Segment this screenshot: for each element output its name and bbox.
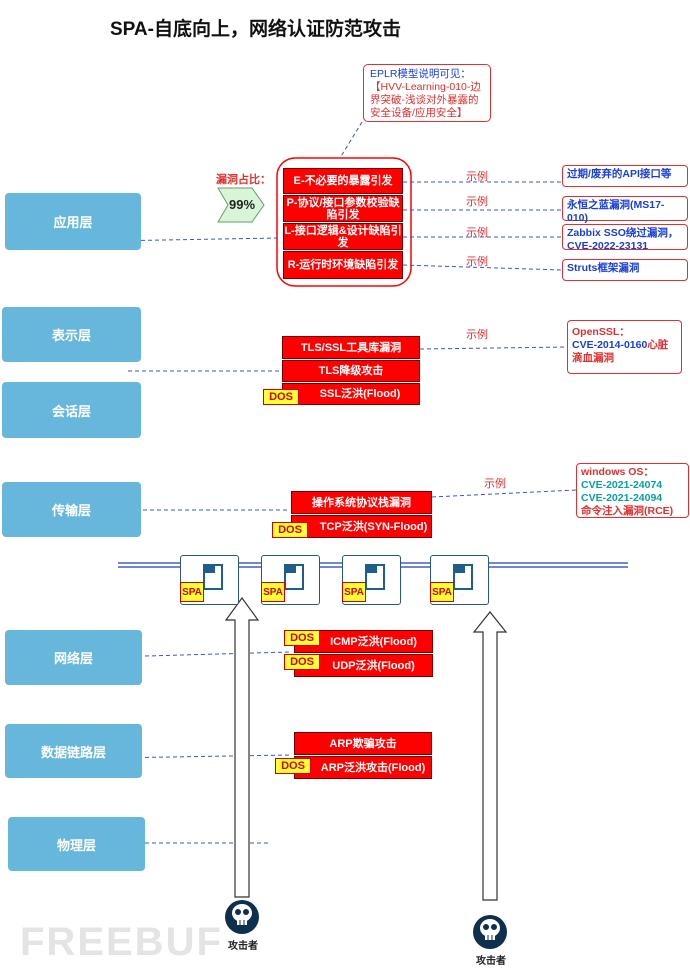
dos-tag-tcp: DOS	[272, 522, 308, 538]
network-vuln-1: ICMP泛洪(Flood)	[294, 630, 433, 653]
dos-tag-udp: DOS	[284, 654, 320, 670]
windows-example-line1: windows OS：	[581, 466, 654, 478]
spa-tag: SPA	[180, 582, 204, 602]
gateway-icon-flag	[455, 565, 465, 573]
transport-example-line	[431, 489, 577, 498]
eplr-connector	[339, 121, 363, 159]
attacker-label-right: 攻击者	[476, 956, 506, 967]
windows-example: windows OS： CVE-2021-24074 CVE-2021-2409…	[576, 463, 689, 518]
gateway-icon-flag	[286, 565, 296, 573]
attacker-label-left: 攻击者	[228, 941, 258, 952]
spa-tag: SPA	[261, 582, 285, 602]
spa-gateway-3: SPA	[342, 555, 401, 605]
datalink-vuln-2: ARP泛洪攻击(Flood)	[294, 756, 432, 779]
layer-transport: 传输层	[2, 482, 141, 537]
eplr-note: EPLR模型说明可见： 【HVV-Learning-010-边界突破-浅谈对外暴…	[363, 64, 491, 122]
app-vuln-r: R-运行时环境缺陷引发	[283, 251, 403, 279]
example-label-3: 示例	[466, 227, 488, 239]
session-vuln-1: SSL泛洪(Flood)	[282, 383, 420, 405]
dos-tag-arp: DOS	[275, 758, 311, 774]
openssl-example-suffix: 心脏滴血漏洞	[572, 339, 669, 364]
layer-application: 应用层	[5, 193, 141, 250]
page-title: SPA-自底向上，网络认证防范攻击	[110, 19, 401, 40]
app-vuln-e: E-不必要的暴露引发	[283, 168, 403, 194]
skull-icon-left	[225, 900, 259, 934]
vuln-rate-value: 99%	[228, 197, 256, 212]
layer-presentation: 表示层	[2, 307, 141, 362]
windows-example-cve2: CVE-2021-24094	[581, 492, 663, 504]
windows-example-cve1: CVE-2021-24074	[581, 479, 663, 491]
attack-arrow-right	[472, 611, 508, 901]
network-vuln-2: UDP泛洪(Flood)	[294, 654, 433, 677]
example-label-5: 示例	[466, 329, 488, 341]
openssl-example: OpenSSL： CVE-2014-0160心脏滴血漏洞	[567, 320, 682, 374]
transport-vuln-1: 操作系统协议栈漏洞	[291, 491, 432, 514]
app-example-1: 过期/废弃的API接口等	[562, 165, 688, 187]
example-label-2: 示例	[466, 196, 488, 208]
app-vuln-p: P-协议/接口参数校验缺陷引发	[283, 195, 403, 222]
example-label-1: 示例	[466, 171, 488, 183]
dos-tag-ssl: DOS	[263, 389, 299, 405]
presentation-vuln-2: TLS降级攻击	[282, 360, 420, 382]
example-label-4: 示例	[466, 256, 488, 268]
app-example-2: 永恒之蓝漏洞(MS17-010)	[562, 196, 688, 224]
gateway-icon-flag	[205, 565, 215, 573]
attack-arrow-left	[224, 596, 260, 898]
openssl-example-line1: OpenSSL：	[572, 326, 630, 338]
spa-gateway-2: SPA	[261, 555, 320, 605]
example-label-6: 示例	[484, 478, 506, 490]
eplr-note-line2: 【HVV-Learning-010-边界突破-浅谈对外暴露的安全设备/应用安全】	[370, 81, 481, 119]
gateway-icon-flag	[367, 565, 377, 573]
presentation-vuln-1: TLS/SSL工具库漏洞	[282, 336, 420, 359]
skull-icon-right	[473, 915, 507, 949]
spa-gateway-4: SPA	[430, 555, 489, 605]
spa-tag: SPA	[430, 582, 454, 602]
spa-tag: SPA	[342, 582, 366, 602]
layer-network: 网络层	[5, 630, 142, 685]
datalink-vuln-1: ARP欺骗攻击	[294, 732, 432, 755]
app-example-3: Zabbix SSO绕过漏洞，CVE-2022-23131	[562, 224, 688, 252]
eplr-note-line1: EPLR模型说明可见：	[370, 68, 471, 80]
dos-tag-icmp: DOS	[284, 630, 320, 646]
watermark: FREEBUF	[20, 920, 223, 964]
layer-physical: 物理层	[8, 817, 145, 871]
windows-example-line4: 命令注入漏洞(RCE)	[581, 505, 674, 517]
app-example-4: Struts框架漏洞	[562, 259, 688, 281]
layer-session: 会话层	[2, 382, 141, 438]
app-example-line-4	[402, 264, 563, 271]
transport-vuln-2: TCP泛洪(SYN-Flood)	[291, 515, 432, 538]
openssl-example-cve: CVE-2014-0160	[572, 339, 648, 351]
app-vuln-l: L-接口逻辑&设计缺陷引发	[283, 223, 403, 250]
spa-gateway-1: SPA	[180, 555, 239, 605]
vuln-rate-label: 漏洞占比：	[216, 174, 271, 186]
layer-datalink: 数据链路层	[5, 724, 142, 778]
presentation-example-line	[419, 346, 569, 350]
rate-chevron	[217, 187, 265, 223]
app-vuln-oval	[276, 157, 412, 287]
